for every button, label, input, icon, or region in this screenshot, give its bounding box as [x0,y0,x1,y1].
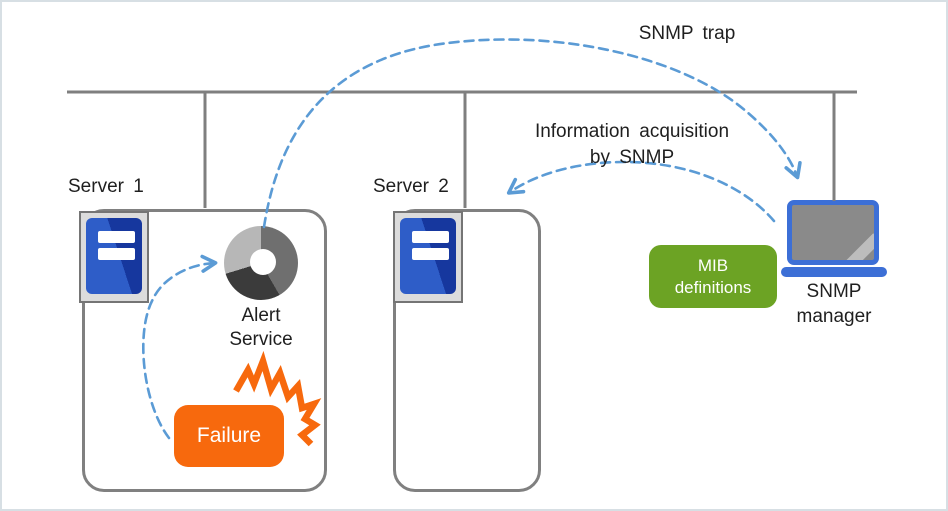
info-acquisition-line1: Information acquisition [534,121,730,142]
alert-service-label: Alert Service [201,304,321,352]
server1-tower-icon [79,211,149,303]
snmp-trap-label: SNMP trap [638,23,736,44]
mib-definitions-badge: MIB definitions [649,245,777,308]
server-drive-bay [98,231,135,243]
snmp-manager-label: SNMP manager [774,279,894,329]
server-drive-bay [412,231,449,243]
laptop-base [781,267,887,277]
laptop-icon [787,200,879,265]
alert-service-donut-icon [224,226,298,300]
server2-label: Server 2 [373,176,449,197]
alert-service-line1: Alert [241,305,281,326]
alert-service-line2: Service [229,329,293,350]
server-tower-body [86,218,142,294]
info-acquisition-line2: by SNMP [589,147,675,168]
failure-badge: Failure [174,405,284,467]
server2-tower-icon [393,211,463,303]
server-tower-body [400,218,456,294]
snmp-manager-line2: manager [796,306,872,327]
server-drive-bay [412,248,449,260]
info-acquisition-label: Information acquisition by SNMP [520,119,744,171]
mib-label-line1: MIB [697,255,729,275]
mib-label-line2: definitions [674,277,752,297]
failure-label: Failure [196,424,262,447]
server-drive-bay [98,248,135,260]
server1-label: Server 1 [68,176,144,197]
snmp-manager-line1: SNMP [806,281,862,302]
